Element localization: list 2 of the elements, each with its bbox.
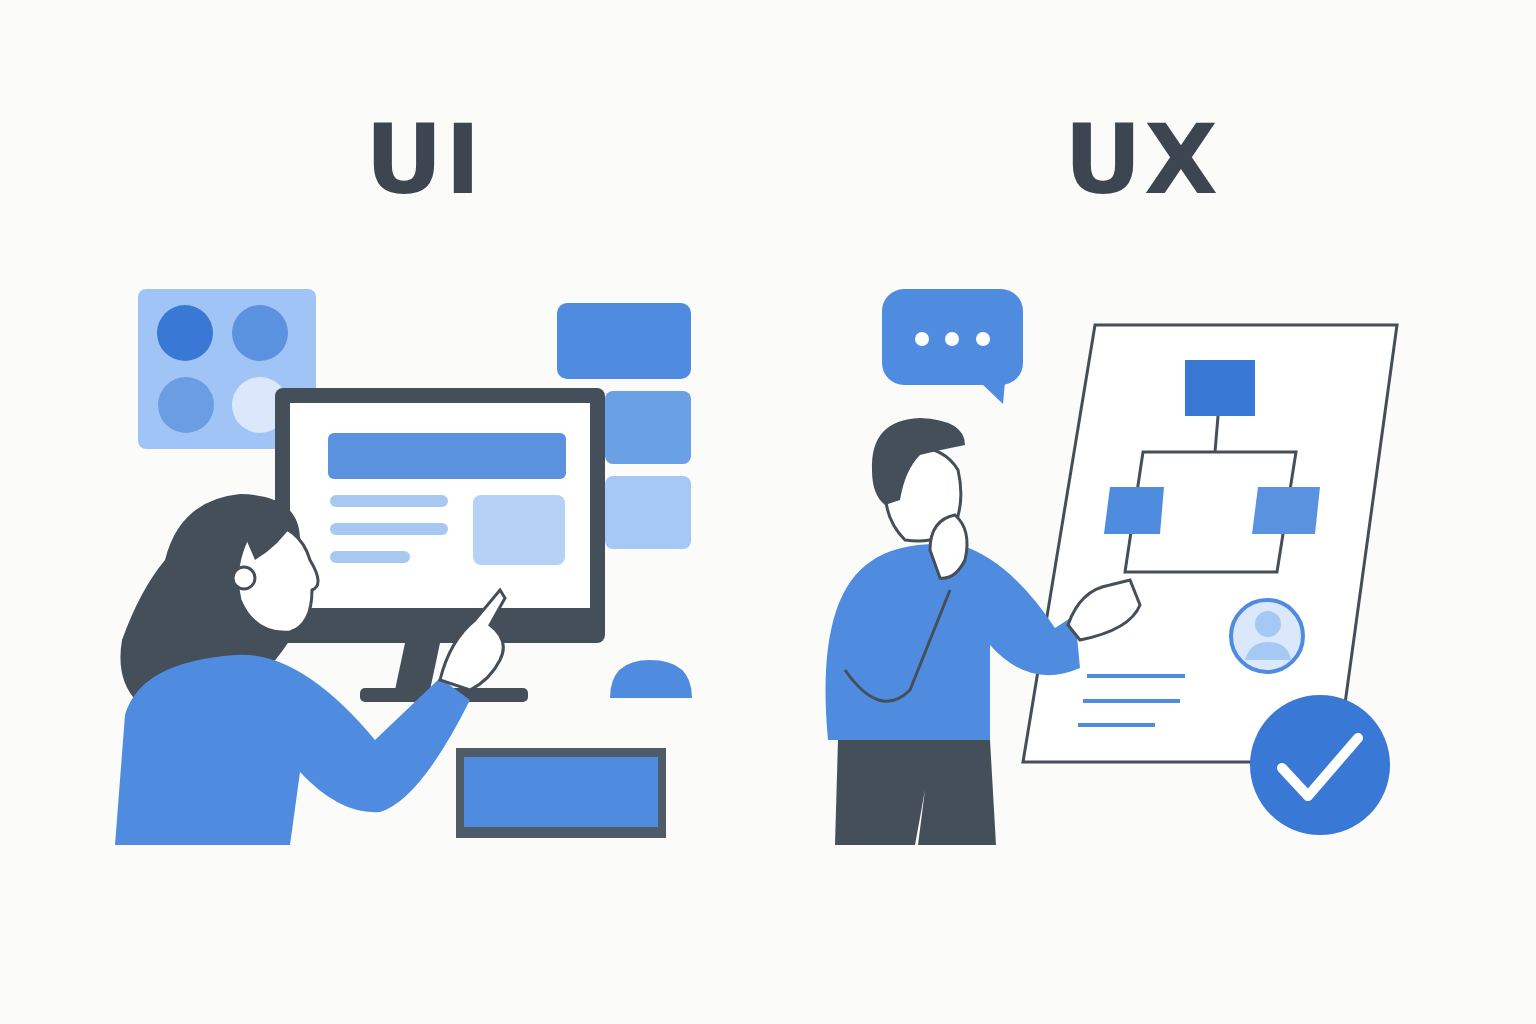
heading: UI [365,112,483,208]
heading: UX [1064,112,1220,208]
